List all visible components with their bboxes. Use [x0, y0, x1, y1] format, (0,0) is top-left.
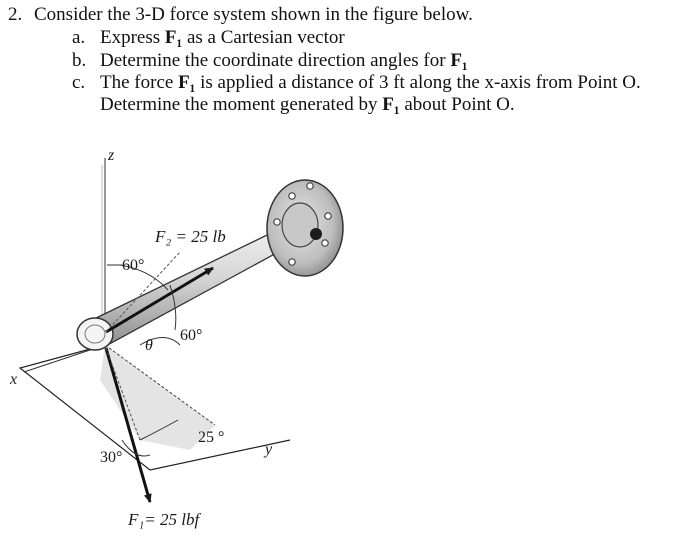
force-symbol: F₁: [178, 72, 196, 93]
angle-30-label: 30°: [100, 449, 122, 466]
projection-line: [104, 344, 216, 426]
pipe-end: [76, 317, 114, 351]
angle-arc-60-mid: [139, 337, 181, 346]
bolt-icon: [306, 182, 314, 190]
force-symbol: F₁: [382, 94, 400, 115]
f2-force-arrow: [105, 266, 214, 334]
force-symbol: F₁: [164, 27, 183, 48]
part-text-after: as a Cartesian vector: [182, 27, 345, 48]
problem-prompt: Consider the 3-D force system shown in t…: [34, 4, 473, 25]
part-text: The force F₁ is applied a distance of 3 …: [100, 72, 641, 94]
bolt-icon: [288, 192, 296, 200]
angle-arc-25: [139, 419, 179, 441]
bolt-icon: [321, 239, 329, 247]
f1-construction-line: [105, 347, 141, 441]
angle-arc-theta: [169, 284, 177, 331]
problem-number: 2.: [8, 4, 23, 25]
part-text-continued: Determine the moment generated by F₁ abo…: [100, 94, 515, 116]
part-text: Express F₁ as a Cartesian vector: [100, 27, 345, 49]
part-text: Determine the coordinate direction angle…: [100, 50, 468, 72]
support-point-o: [310, 228, 322, 240]
bolt-icon: [324, 212, 332, 220]
force-symbol: F₁: [450, 50, 468, 71]
z-axis-label: z: [107, 147, 115, 164]
part-text-before: The force: [100, 72, 179, 93]
angle-60-top-label: 60°: [122, 257, 144, 274]
angle-arc-30: [121, 439, 151, 457]
bolt-icon: [288, 258, 296, 266]
part-marker: c.: [72, 72, 86, 93]
angle-arc-60-top: [119, 264, 169, 291]
f2-label: F₂ = 25 lb: [154, 227, 226, 246]
part-text-before: Determine the moment generated by: [100, 94, 383, 115]
pipe-bore: [84, 324, 106, 344]
angle-60-mid-label: 60°: [180, 327, 202, 344]
f1-label: F₁= 25 lbf: [127, 510, 201, 529]
x-axis-label: x: [9, 371, 17, 388]
part-marker: a.: [72, 27, 86, 48]
part-text-before: Express: [100, 27, 165, 48]
part-text-before: Determine the coordinate direction angle…: [100, 50, 451, 71]
angle-theta-label: θ: [145, 337, 153, 354]
part-marker: b.: [72, 50, 87, 71]
projection-plane: [100, 345, 215, 450]
f1-force-arrow: [104, 347, 152, 503]
xy-plane-outline: [18, 344, 291, 471]
f2-construction-line: [105, 251, 181, 333]
y-axis-label: y: [263, 441, 273, 458]
angle-25-label: 25 °: [198, 429, 224, 446]
part-text-after: about Point O.: [399, 94, 515, 115]
part-text-after: is applied a distance of 3 ft along the …: [195, 72, 641, 93]
flange-hub: [281, 202, 319, 248]
bolt-icon: [273, 218, 281, 226]
